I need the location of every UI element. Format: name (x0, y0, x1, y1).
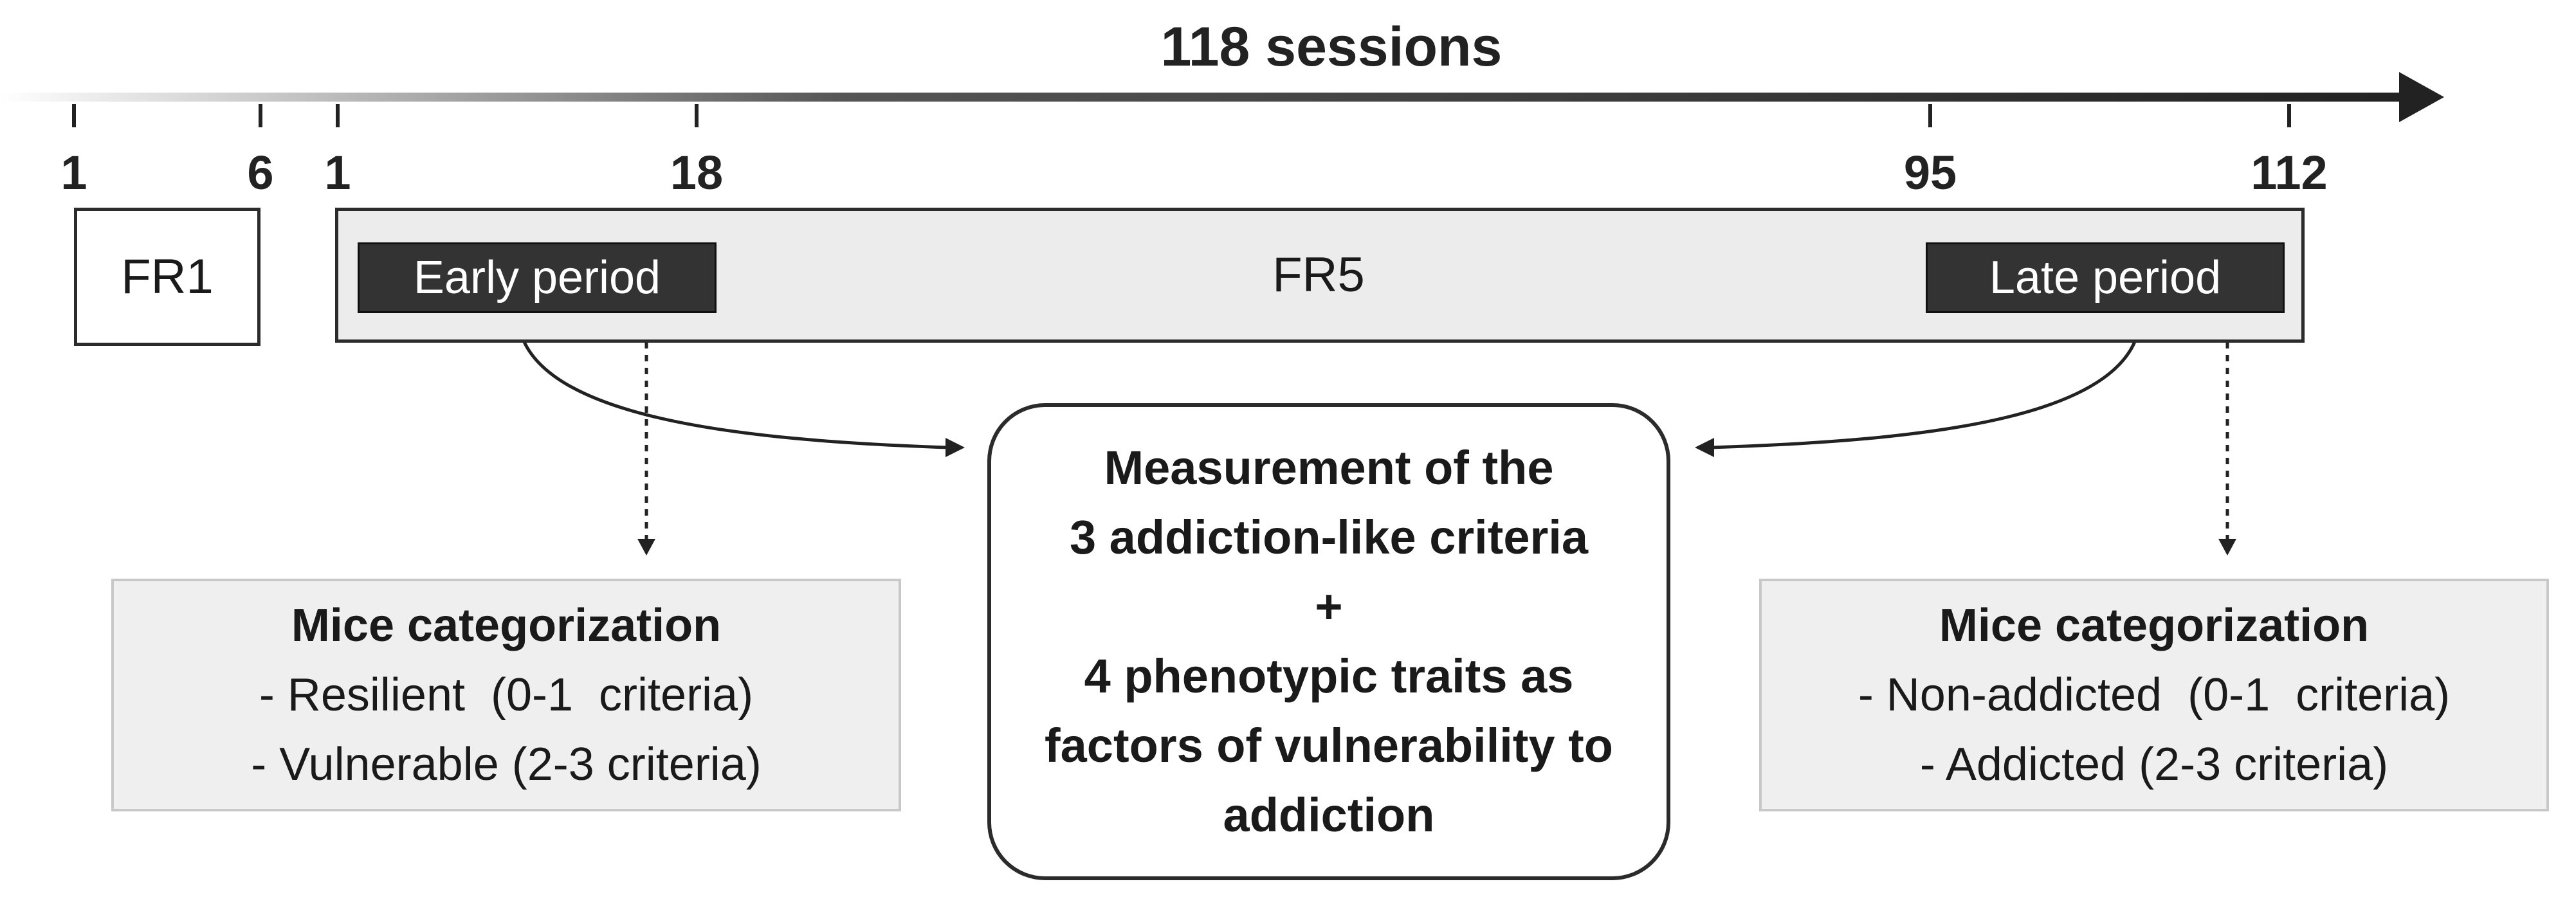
tick-label: 112 (2251, 145, 2328, 199)
tick-label: 1 (60, 145, 87, 199)
measurement-line: + (1315, 580, 1343, 633)
tick-label: 6 (247, 145, 274, 199)
measurement-line: 3 addiction-like criteria (1069, 511, 1589, 564)
early-arrow-head (945, 438, 965, 457)
late-to-center-arrow (1710, 314, 2142, 449)
timeline-arrow-head (2399, 72, 2444, 122)
early-period-label: Early period (358, 242, 717, 313)
timeline-arrow-shaft (0, 93, 2406, 102)
categorization-title: Mice categorization (1939, 600, 2370, 651)
late-dotted-head (2218, 539, 2236, 556)
categorization-title: Mice categorization (291, 600, 722, 651)
early-to-center-arrow (516, 314, 949, 449)
fr1-phase-box: FR1 (74, 208, 260, 346)
categorization-item: - Addicted (2-3 criteria) (1919, 739, 2389, 790)
late-arrow-head (1695, 438, 1714, 457)
measurement-box: Measurement of the 3 addiction-like crit… (987, 403, 1670, 880)
measurement-line: factors of vulnerability to (1044, 719, 1614, 772)
tick-label: 95 (1903, 145, 1957, 199)
categorization-item: - Resilient (0-1 criteria) (259, 669, 754, 721)
early-dotted-head (637, 539, 655, 556)
fr5-phase-label: FR5 (1272, 247, 1365, 302)
tick-label: 1 (324, 145, 351, 199)
sessions-title: 118 sessions (1160, 15, 1503, 78)
measurement-line: Measurement of the (1104, 441, 1554, 494)
tick-label: 18 (670, 145, 724, 199)
categorization-item: - Vulnerable (2-3 criteria) (251, 739, 762, 790)
measurement-line: 4 phenotypic traits as (1084, 649, 1574, 703)
measurement-line: addiction (1223, 788, 1435, 842)
late-categorization-box: Mice categorization - Non-addicted (0-1 … (1759, 579, 2549, 811)
late-period-label: Late period (1926, 242, 2285, 313)
categorization-item: - Non-addicted (0-1 criteria) (1858, 669, 2451, 721)
early-categorization-box: Mice categorization - Resilient (0-1 cri… (111, 579, 901, 811)
timeline-ticks (72, 104, 2291, 127)
